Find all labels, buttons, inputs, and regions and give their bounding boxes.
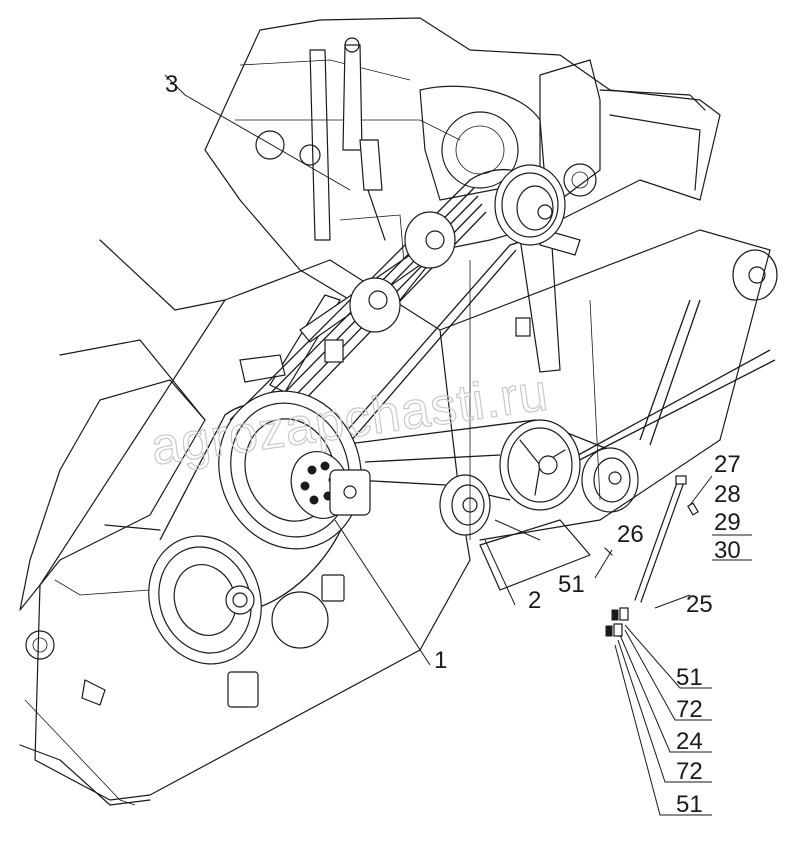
callout-28: 28	[714, 481, 741, 508]
callout-72-b: 72	[676, 758, 703, 785]
frame-side-panel	[19, 239, 471, 806]
callout-labels: 3 1 2 26 51 25 27 28 29 30 51 72 24 72 5…	[165, 71, 741, 818]
callout-1: 1	[434, 647, 447, 674]
callout-29: 29	[714, 509, 741, 536]
callout-25: 25	[686, 591, 713, 618]
pulleys	[148, 164, 778, 665]
callout-24: 24	[676, 728, 703, 755]
callout-2: 2	[528, 587, 541, 614]
engine-block	[204, 17, 721, 301]
callout-51-c: 51	[676, 791, 703, 818]
callout-27: 27	[714, 451, 741, 478]
callout-26: 26	[617, 521, 644, 548]
leader-lines	[164, 74, 752, 816]
right-frame	[25, 229, 771, 708]
callout-72-a: 72	[676, 696, 703, 723]
callout-51-b: 51	[676, 664, 703, 691]
callout-30: 30	[714, 537, 741, 564]
callout-51-a: 51	[558, 571, 585, 598]
callout-3: 3	[165, 71, 178, 98]
